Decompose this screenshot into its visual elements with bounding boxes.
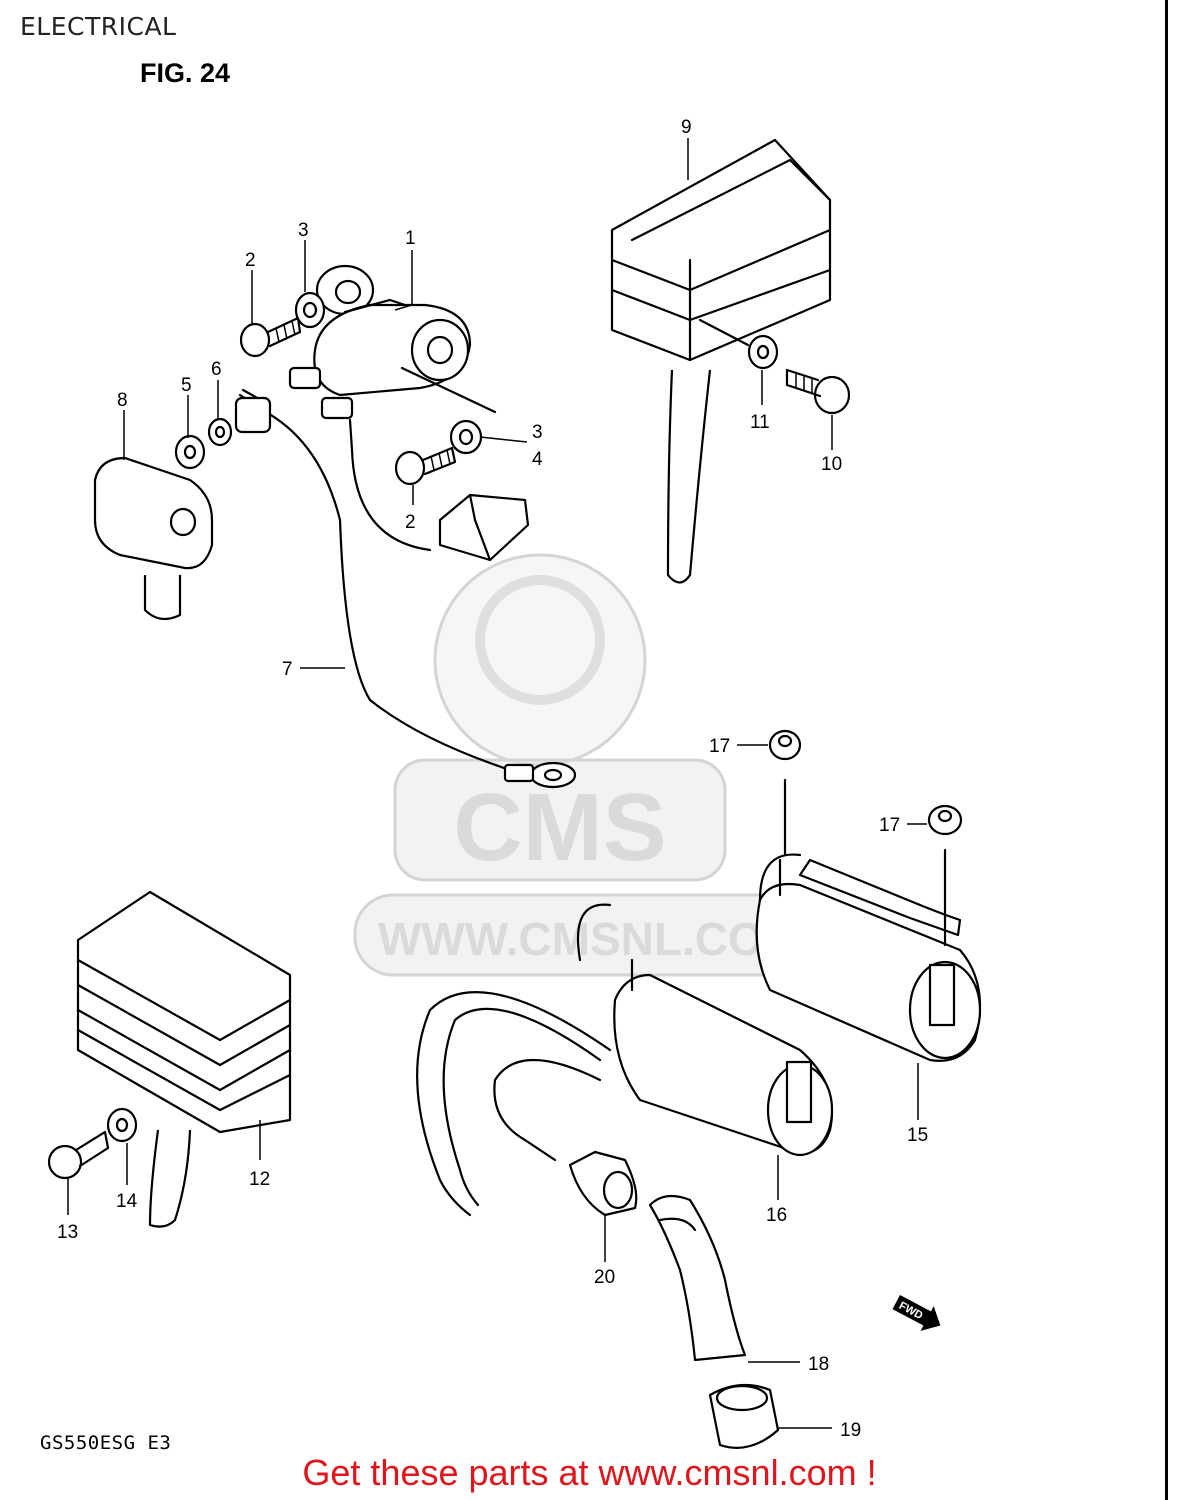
part-10-bolt xyxy=(785,368,851,415)
part-12-regulator xyxy=(76,890,292,1228)
callout-5: 5 xyxy=(181,375,192,396)
callout-4: 4 xyxy=(532,449,543,470)
callout-9: 9 xyxy=(681,117,692,138)
relay-connector xyxy=(350,448,530,562)
callout-2-lower: 2 xyxy=(405,512,416,533)
part-17-nut-a xyxy=(768,729,802,857)
part-6-washer xyxy=(207,417,233,447)
watermark-brand: CMS xyxy=(453,774,666,881)
fwd-direction-badge: FWD xyxy=(892,1295,941,1331)
callout-12: 12 xyxy=(249,1169,270,1190)
callout-10: 10 xyxy=(821,454,842,475)
callout-7: 7 xyxy=(282,659,293,680)
callout-6: 6 xyxy=(211,359,222,380)
callout-leaders xyxy=(67,138,927,1429)
part-3-washer-upper xyxy=(294,291,326,329)
part-5-nut xyxy=(174,434,206,470)
part-7-lead-wire xyxy=(234,388,577,789)
callout-3-upper: 3 xyxy=(298,220,309,241)
callout-16: 16 xyxy=(766,1205,787,1226)
ht-leads xyxy=(416,903,612,1217)
part-20-seal xyxy=(568,1150,638,1217)
callout-19: 19 xyxy=(840,1420,861,1441)
callout-15: 15 xyxy=(907,1125,928,1146)
part-14-washer xyxy=(106,1107,138,1143)
part-11-washer xyxy=(698,318,779,370)
page-edge-border xyxy=(1165,0,1179,1500)
part-17-nut-b xyxy=(927,804,963,947)
part-16-ignition-coil xyxy=(613,958,834,1157)
part-15-ignition-coil xyxy=(755,853,982,1062)
part-9-regulator xyxy=(610,138,832,584)
figure-label: FIG. 24 xyxy=(140,58,231,88)
part-3-washer-lower xyxy=(449,419,483,455)
model-code: GS550ESG E3 xyxy=(40,1432,172,1454)
part-18-plug-cap xyxy=(648,1194,747,1362)
part-13-bolt xyxy=(47,1130,110,1180)
callout-17-b: 17 xyxy=(879,815,900,836)
section-title: ELECTRICAL xyxy=(20,12,177,41)
callout-labels: 1 2 3 3 4 2 5 6 7 8 9 10 11 12 13 14 15 … xyxy=(57,117,928,1441)
part-19-cover xyxy=(708,1383,780,1449)
watermark-url: WWW.CMSNL.COM xyxy=(378,913,802,965)
callout-13: 13 xyxy=(57,1222,78,1243)
callout-14: 14 xyxy=(116,1191,138,1212)
callout-11: 11 xyxy=(750,412,770,433)
callout-3-lower: 3 xyxy=(532,422,543,443)
callout-1: 1 xyxy=(405,228,416,249)
cms-watermark: CMS WWW.CMSNL.COM xyxy=(353,553,832,977)
part-8-terminal-cover xyxy=(93,456,214,621)
callout-17-a: 17 xyxy=(709,736,730,757)
callout-8: 8 xyxy=(117,390,128,411)
callout-2-upper: 2 xyxy=(245,250,256,271)
callout-20: 20 xyxy=(594,1267,615,1288)
part-2-screw-lower xyxy=(394,446,457,486)
callout-18: 18 xyxy=(808,1354,829,1375)
part-2-screw-upper xyxy=(239,316,302,358)
part-1-starter-relay xyxy=(288,264,497,452)
get-parts-link[interactable]: Get these parts at www.cmsnl.com ! xyxy=(302,1452,877,1493)
